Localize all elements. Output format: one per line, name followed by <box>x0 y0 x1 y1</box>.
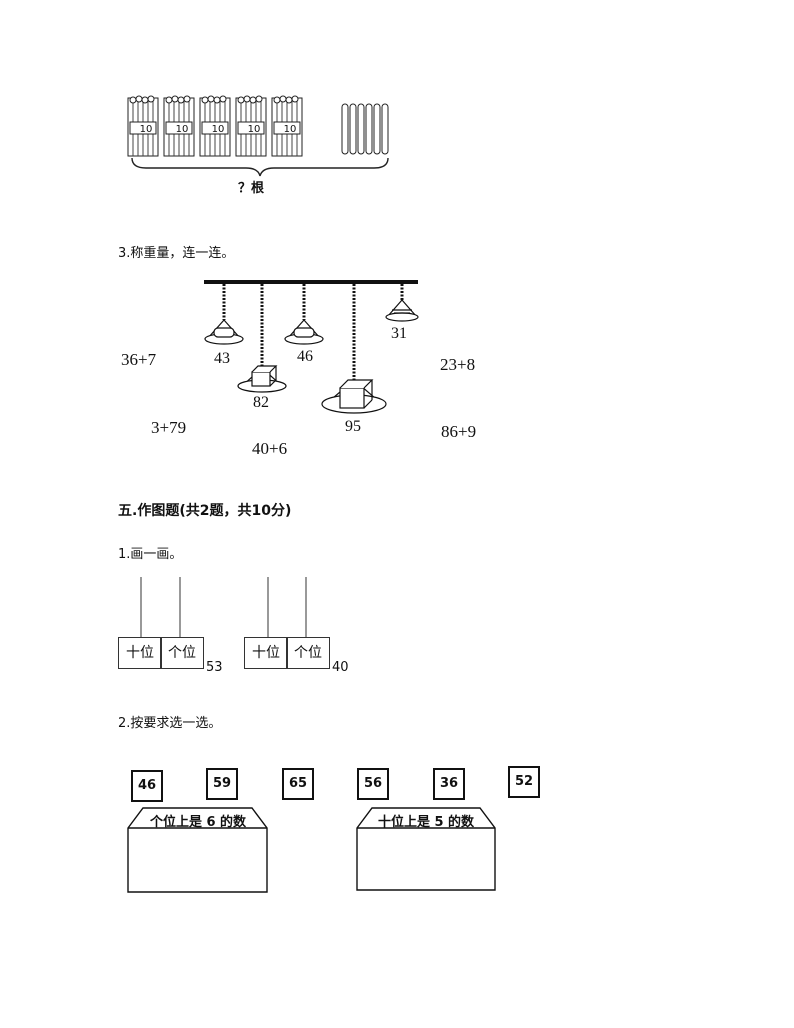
bundle-5 <box>271 95 303 157</box>
bundle-label-1: 10 <box>139 124 153 135</box>
bundle-label-3: 10 <box>211 124 225 135</box>
number-card[interactable]: 36 <box>433 768 465 800</box>
number-card[interactable]: 46 <box>131 770 163 802</box>
brace <box>131 157 389 177</box>
bundle-label-4: 10 <box>247 124 261 135</box>
weight-label: 95 <box>345 418 361 435</box>
answer-box-area[interactable] <box>130 830 266 890</box>
loose-sticks <box>341 103 389 155</box>
abacus-number: 53 <box>206 660 223 675</box>
weight-label: 82 <box>253 394 269 411</box>
weight-label: 46 <box>297 348 313 365</box>
bundle-3 <box>199 95 231 157</box>
weight-label: 31 <box>391 325 407 342</box>
answer-box-label: 十位上是 5 的数 <box>377 815 475 830</box>
number-card[interactable]: 56 <box>357 768 389 800</box>
q3-title: 3.称重量，连一连。 <box>118 246 235 261</box>
pan-31 <box>385 299 419 322</box>
weight-label: 43 <box>214 350 230 367</box>
pan-82 <box>237 365 287 393</box>
q1-title: 1.画一画。 <box>118 547 183 562</box>
sticks-question-label: ？根 <box>238 181 265 196</box>
scale-drawing <box>204 280 419 414</box>
answer-boxes-drawing <box>127 807 496 893</box>
pan-95 <box>321 379 387 414</box>
tens-place-cell: 十位 <box>244 637 288 669</box>
number-card[interactable]: 59 <box>206 768 238 800</box>
expression: 23+8 <box>440 355 476 374</box>
ones-place-cell: 个位 <box>160 637 204 669</box>
ones-place-cell: 个位 <box>286 637 330 669</box>
answer-box-label: 个位上是 6 的数 <box>149 815 247 830</box>
q2-title: 2.按要求选一选。 <box>118 716 222 731</box>
section5-title: 五.作图题(共2题，共10分) <box>118 503 292 519</box>
answer-box-area[interactable] <box>359 830 494 888</box>
number-card[interactable]: 52 <box>508 766 540 798</box>
bundle-1 <box>127 95 159 157</box>
bundle-label-2: 10 <box>175 124 189 135</box>
bundles-drawing <box>127 95 389 177</box>
number-card[interactable]: 65 <box>282 768 314 800</box>
abacus-number: 40 <box>332 660 349 675</box>
bundle-2 <box>163 95 195 157</box>
pan-43 <box>204 319 244 345</box>
bundle-label-5: 10 <box>283 124 297 135</box>
bundle-4 <box>235 95 267 157</box>
expression: 40+6 <box>252 439 288 458</box>
expression: 36+7 <box>121 350 157 369</box>
pan-46 <box>284 319 324 345</box>
abacus-rods <box>140 577 307 637</box>
expression: 3+79 <box>151 418 187 437</box>
expression: 86+9 <box>441 422 477 441</box>
tens-place-cell: 十位 <box>118 637 162 669</box>
